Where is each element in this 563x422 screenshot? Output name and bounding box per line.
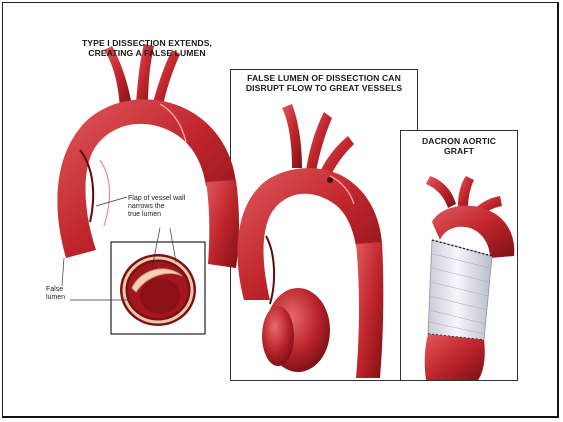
panel1-aorta [57, 44, 239, 268]
panel2-caption: FALSE LUMEN OF DISSECTION CAN DISRUPT FL… [230, 73, 418, 93]
false-lumen-label-line2: lumen [46, 294, 76, 302]
panel1-caption-line2: CREATING A FALSE LUMEN [62, 48, 232, 58]
flap-label-line2: narrows the [128, 203, 208, 211]
panel2-caption-line1: FALSE LUMEN OF DISSECTION CAN [230, 73, 418, 83]
false-lumen-label-line1: False [46, 286, 76, 294]
panel1-caption-line1: TYPE I DISSECTION EXTENDS, [62, 38, 232, 48]
panel3-caption-line2: GRAFT [400, 146, 518, 156]
panel3-caption-line1: DACRON AORTIC [400, 136, 518, 146]
panel3-aorta [425, 176, 515, 380]
lumen-cross-section-inset [111, 242, 205, 334]
flap-label: Flap of vessel wall narrows the true lum… [128, 195, 208, 220]
panel3-caption: DACRON AORTIC GRAFT [400, 136, 518, 156]
panel1-caption: TYPE I DISSECTION EXTENDS, CREATING A FA… [62, 38, 232, 58]
flap-label-line1: Flap of vessel wall [128, 195, 208, 203]
panel2-caption-line2: DISRUPT FLOW TO GREAT VESSELS [230, 83, 418, 93]
panel2-aorta [237, 104, 383, 378]
flap-label-line3: true lumen [128, 211, 208, 219]
false-lumen-label: False lumen [46, 286, 76, 302]
